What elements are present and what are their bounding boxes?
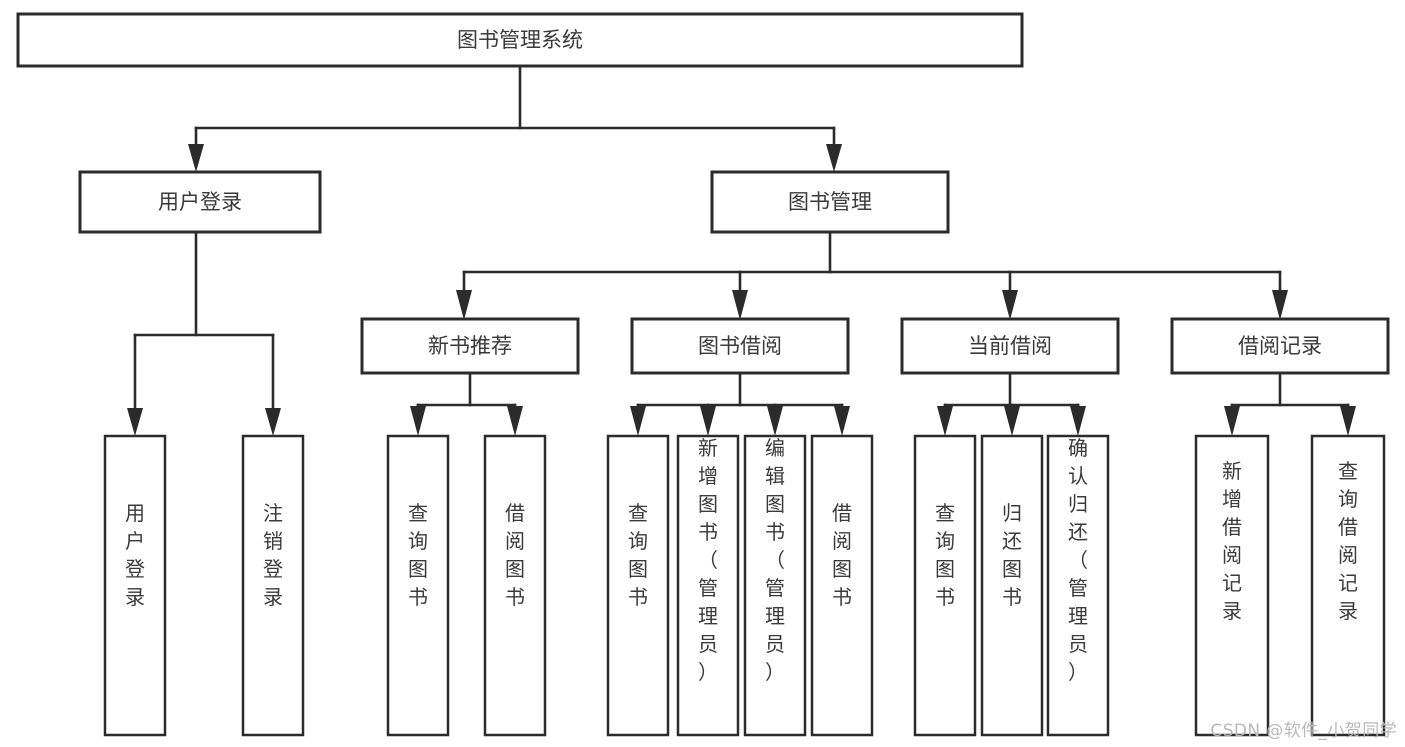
leaf-node[interactable]: 借阅图书 bbox=[483, 434, 547, 737]
leaf-node[interactable]: 确认归还（管理员） bbox=[1046, 434, 1110, 737]
current-borrow-box[interactable] bbox=[900, 317, 1120, 375]
arrow-bookborrow-leaf-4 bbox=[834, 406, 850, 436]
arrow-currentborrow-leaf-3 bbox=[1070, 406, 1086, 436]
leaf-label: 用户登录 bbox=[125, 501, 145, 609]
leaf-node[interactable]: 查询图书 bbox=[606, 434, 670, 737]
leaf-node[interactable]: 查询图书 bbox=[913, 434, 977, 737]
leaf-box[interactable] bbox=[810, 434, 874, 737]
leaf-label: 借阅图书 bbox=[505, 501, 525, 609]
user-login-box[interactable] bbox=[78, 170, 322, 234]
borrow-record-box[interactable] bbox=[1170, 317, 1390, 375]
leaf-box[interactable] bbox=[1046, 434, 1110, 737]
leaf-label: 查询图书 bbox=[935, 501, 955, 609]
leaf-node[interactable]: 查询借阅记录 bbox=[1310, 434, 1386, 737]
leaf-box[interactable] bbox=[241, 434, 305, 737]
arrow-newbook-leaf-1 bbox=[410, 406, 426, 436]
arrow-to-new-book bbox=[456, 290, 472, 320]
root-label: 图书管理系统 bbox=[457, 28, 583, 52]
leaf-label: 借阅图书 bbox=[832, 501, 852, 609]
node-current-borrow[interactable]: 当前借阅 bbox=[900, 317, 1120, 375]
leaf-node[interactable]: 编辑图书（管理员） bbox=[743, 434, 807, 737]
user-login-label: 用户登录 bbox=[158, 190, 242, 214]
current-borrow-label: 当前借阅 bbox=[968, 334, 1052, 358]
arrow-borrowrecord-leaf-2 bbox=[1340, 406, 1356, 436]
arrow-to-current-borrow bbox=[1002, 290, 1018, 320]
leaf-node[interactable]: 归还图书 bbox=[980, 434, 1044, 737]
leaf-node[interactable]: 新增借阅记录 bbox=[1194, 434, 1270, 737]
node-book-manage[interactable]: 图书管理 bbox=[710, 170, 950, 234]
leaf-box[interactable] bbox=[386, 434, 450, 737]
leaf-label: 查询图书 bbox=[628, 501, 648, 609]
leaf-node[interactable]: 查询图书 bbox=[386, 434, 450, 737]
root-box[interactable] bbox=[16, 12, 1024, 68]
arrow-userlogin-leaf-1 bbox=[127, 408, 143, 436]
csdn-watermark: CSDN @软件_小贺同学 bbox=[1210, 721, 1397, 741]
leaf-box[interactable] bbox=[913, 434, 977, 737]
leaf-box[interactable] bbox=[606, 434, 670, 737]
node-root-system[interactable]: 图书管理系统 bbox=[16, 12, 1024, 68]
leaf-box[interactable] bbox=[743, 434, 807, 737]
arrow-to-book-borrow bbox=[732, 290, 748, 320]
leaf-box[interactable] bbox=[483, 434, 547, 737]
arrow-newbook-leaf-2 bbox=[507, 406, 523, 436]
arrow-root-to-user-login bbox=[188, 144, 204, 172]
leaf-box[interactable] bbox=[103, 434, 167, 737]
leaf-box[interactable] bbox=[676, 434, 740, 737]
leaf-label: 查询借阅记录 bbox=[1338, 459, 1358, 623]
leaf-box[interactable] bbox=[1194, 434, 1270, 737]
arrow-root-to-book-manage bbox=[826, 144, 842, 172]
leaf-node[interactable]: 用户登录 bbox=[103, 434, 167, 737]
node-book-borrow[interactable]: 图书借阅 bbox=[630, 317, 850, 375]
leaf-node[interactable]: 注销登录 bbox=[241, 434, 305, 737]
arrow-bookborrow-leaf-2 bbox=[700, 406, 716, 436]
book-manage-label: 图书管理 bbox=[788, 190, 872, 214]
leaf-node[interactable]: 借阅图书 bbox=[810, 434, 874, 737]
arrow-bookborrow-leaf-1 bbox=[630, 406, 646, 436]
arrow-borrowrecord-leaf-1 bbox=[1224, 406, 1240, 436]
leaf-box[interactable] bbox=[980, 434, 1044, 737]
leaf-box[interactable] bbox=[1310, 434, 1386, 737]
book-borrow-label: 图书借阅 bbox=[698, 334, 782, 358]
arrow-userlogin-leaf-2 bbox=[265, 408, 281, 436]
node-new-book-recommend[interactable]: 新书推荐 bbox=[360, 317, 580, 375]
edges-layer bbox=[127, 64, 1356, 436]
leaf-label: 确认归还（管理员） bbox=[1068, 436, 1088, 684]
node-user-login[interactable]: 用户登录 bbox=[78, 170, 322, 234]
node-borrow-record[interactable]: 借阅记录 bbox=[1170, 317, 1390, 375]
leaf-label: 归还图书 bbox=[1002, 501, 1022, 609]
leaf-label: 编辑图书（管理员） bbox=[765, 436, 785, 684]
arrow-bookborrow-leaf-3 bbox=[767, 406, 783, 436]
leaf-label: 新增图书（管理员） bbox=[698, 436, 718, 684]
book-manage-box[interactable] bbox=[710, 170, 950, 234]
arrow-currentborrow-leaf-1 bbox=[937, 406, 953, 436]
new-book-label: 新书推荐 bbox=[428, 334, 512, 358]
leaf-label: 查询图书 bbox=[408, 501, 428, 609]
leaf-node[interactable]: 新增图书（管理员） bbox=[676, 434, 740, 737]
new-book-box[interactable] bbox=[360, 317, 580, 375]
borrow-record-label: 借阅记录 bbox=[1238, 334, 1322, 358]
leaf-label: 注销登录 bbox=[263, 501, 283, 609]
book-borrow-box[interactable] bbox=[630, 317, 850, 375]
arrow-currentborrow-leaf-2 bbox=[1004, 406, 1020, 436]
arrow-to-borrow-record bbox=[1272, 290, 1288, 320]
leaf-label: 新增借阅记录 bbox=[1222, 459, 1242, 623]
